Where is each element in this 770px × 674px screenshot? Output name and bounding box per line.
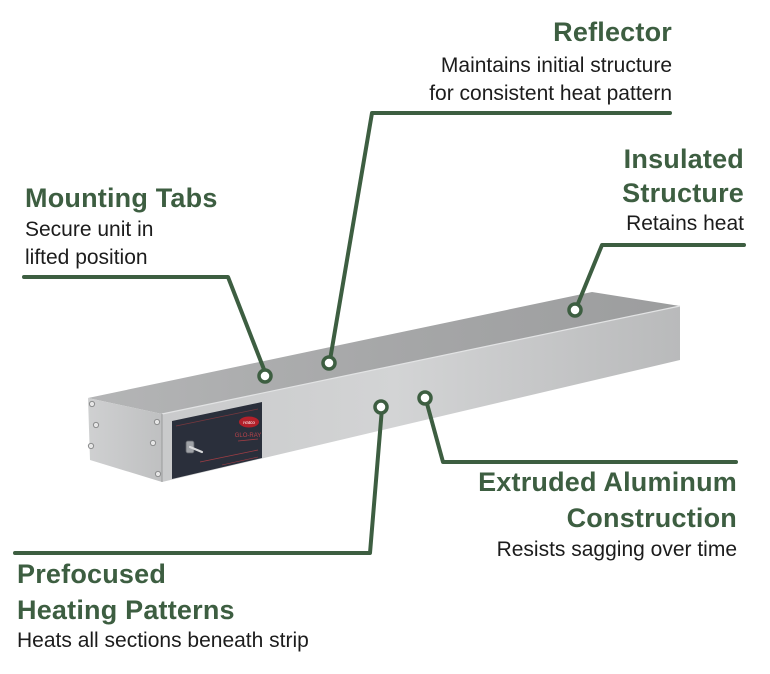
callout-reflector: Reflector Maintains initial structure fo… bbox=[429, 17, 672, 105]
callout-title: Prefocused bbox=[17, 559, 167, 589]
callout-description: Heats all sections beneath strip bbox=[17, 629, 309, 652]
heater-end-cap bbox=[88, 398, 162, 482]
callout-description: Retains heat bbox=[626, 212, 744, 235]
callout-dots bbox=[257, 302, 583, 415]
brand-badge bbox=[239, 416, 259, 428]
reflector-dot bbox=[321, 355, 337, 371]
heater-top-face bbox=[88, 292, 680, 414]
callout-description: for consistent heat pattern bbox=[429, 82, 672, 105]
extruded-aluminum-leader-line bbox=[424, 398, 738, 464]
callout-title: Extruded Aluminum bbox=[478, 467, 737, 497]
callout-mounting-tabs: Mounting Tabs Secure unit in lifted posi… bbox=[25, 183, 218, 269]
brand-badge-text: Hatco bbox=[243, 420, 255, 425]
callout-title: Mounting Tabs bbox=[25, 183, 218, 213]
callout-title: Heating Patterns bbox=[17, 595, 235, 625]
callout-leader-lines bbox=[13, 111, 746, 555]
callout-description: Secure unit in bbox=[25, 218, 154, 241]
callout-insulated-structure: Insulated Structure Retains heat bbox=[622, 144, 744, 235]
callout-description: Resists sagging over time bbox=[496, 538, 737, 561]
mounting-tabs-leader-line bbox=[22, 275, 267, 374]
reflector-leader-line bbox=[328, 111, 672, 362]
prefocused-heating-leader-line bbox=[13, 406, 384, 555]
extruded-aluminum-dot bbox=[417, 390, 433, 406]
callout-title: Structure bbox=[622, 178, 744, 208]
insulated-structure-leader-line bbox=[575, 243, 746, 308]
callout-title: Insulated bbox=[623, 144, 744, 174]
callout-description: Maintains initial structure bbox=[440, 54, 672, 77]
prefocused-heating-dot bbox=[373, 399, 389, 415]
callout-prefocused-heating: Prefocused Heating Patterns Heats all se… bbox=[17, 559, 309, 652]
callout-title: Construction bbox=[566, 503, 737, 533]
callout-title: Reflector bbox=[553, 17, 672, 47]
callout-extruded-aluminum: Extruded Aluminum Construction Resists s… bbox=[478, 467, 737, 561]
control-panel: Hatco GLO-RAY bbox=[172, 402, 262, 479]
callout-description: lifted position bbox=[25, 246, 148, 269]
end-cap-screws bbox=[87, 400, 162, 478]
toggle-switch-icon[interactable] bbox=[185, 440, 204, 454]
insulated-structure-dot bbox=[567, 302, 583, 318]
model-text: GLO-RAY bbox=[235, 433, 262, 439]
mounting-tabs-dot bbox=[257, 368, 273, 384]
